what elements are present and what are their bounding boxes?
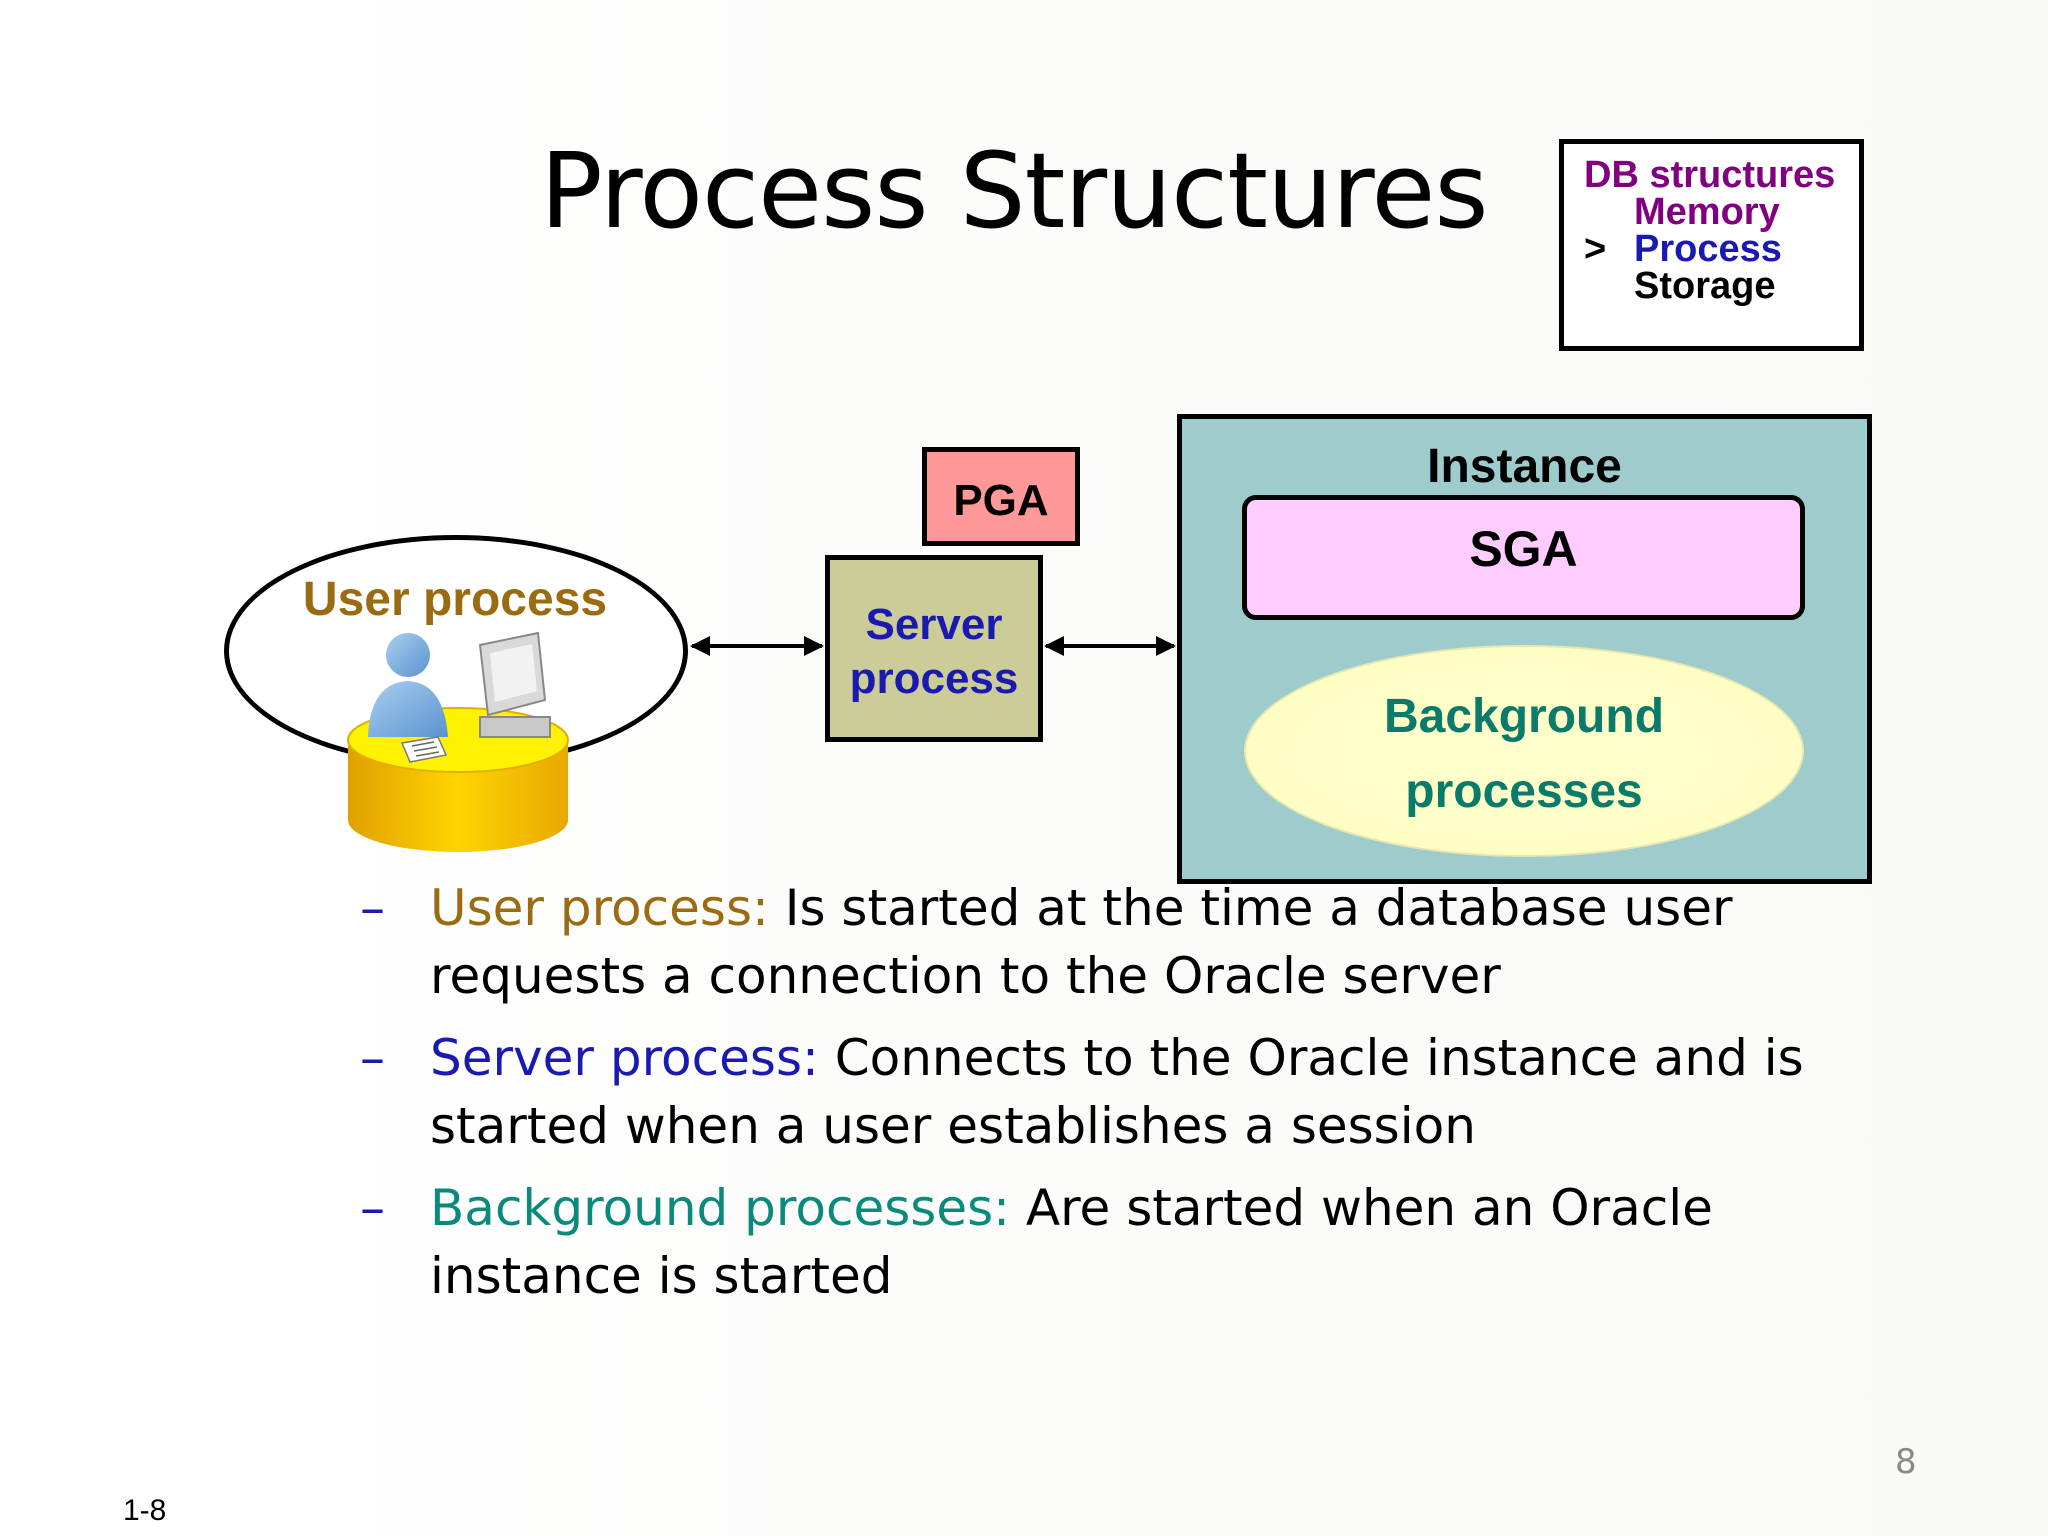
current-section-marker: > (1584, 228, 1607, 270)
pga-box: PGA (922, 447, 1080, 546)
bullet-list: – User process: Is started at the time a… (360, 874, 1860, 1324)
server-process-label-line1: Server (865, 600, 1003, 649)
bullet-dash: – (360, 1029, 385, 1087)
bullet-label-background-processes: Background processes: (430, 1179, 1010, 1237)
nav-item-db-structures: DB structures (1584, 154, 1836, 196)
instance-label: Instance (1427, 440, 1622, 493)
server-process-label-line2: process (849, 654, 1019, 703)
slide-id: 1-8 (123, 1494, 167, 1527)
background-processes-label-line2: processes (1405, 765, 1643, 818)
nav-item-memory: Memory (1634, 191, 1780, 233)
bullet-text-user-process: Is started at the time a database user r… (430, 879, 1733, 1005)
bullet-background-processes: – Background processes: Are started when… (360, 1174, 1860, 1310)
page-number: 8 (1895, 1442, 1917, 1482)
bullet-text-server-process: Connects to the Oracle instance and is s… (430, 1029, 1804, 1155)
server-process-box: Server process (825, 555, 1043, 742)
user-at-computer-icon (347, 631, 569, 852)
background-processes-ellipse: Background processes (1244, 645, 1804, 857)
bullet-label-user-process: User process: (430, 879, 769, 937)
nav-item-process: Process (1634, 228, 1782, 270)
slide-title: Process Structures (540, 130, 1489, 252)
nav-item-storage: Storage (1634, 265, 1776, 307)
bullet-dash: – (360, 879, 385, 937)
pga-label: PGA (953, 476, 1049, 525)
section-navigator: DB structures Memory > Process Storage (1559, 139, 1864, 351)
user-process-label: User process (302, 573, 608, 626)
bullet-label-server-process: Server process: (430, 1029, 819, 1087)
bullet-user-process: – User process: Is started at the time a… (360, 874, 1860, 1010)
bullet-server-process: – Server process: Connects to the Oracle… (360, 1024, 1860, 1160)
sga-label: SGA (1469, 521, 1578, 577)
background-processes-label-line1: Background (1383, 690, 1665, 743)
sga-box: SGA (1242, 495, 1805, 620)
bullet-dash: – (360, 1179, 385, 1237)
bullet-text-background-processes: Are started when an Oracle instance is s… (430, 1179, 1713, 1305)
